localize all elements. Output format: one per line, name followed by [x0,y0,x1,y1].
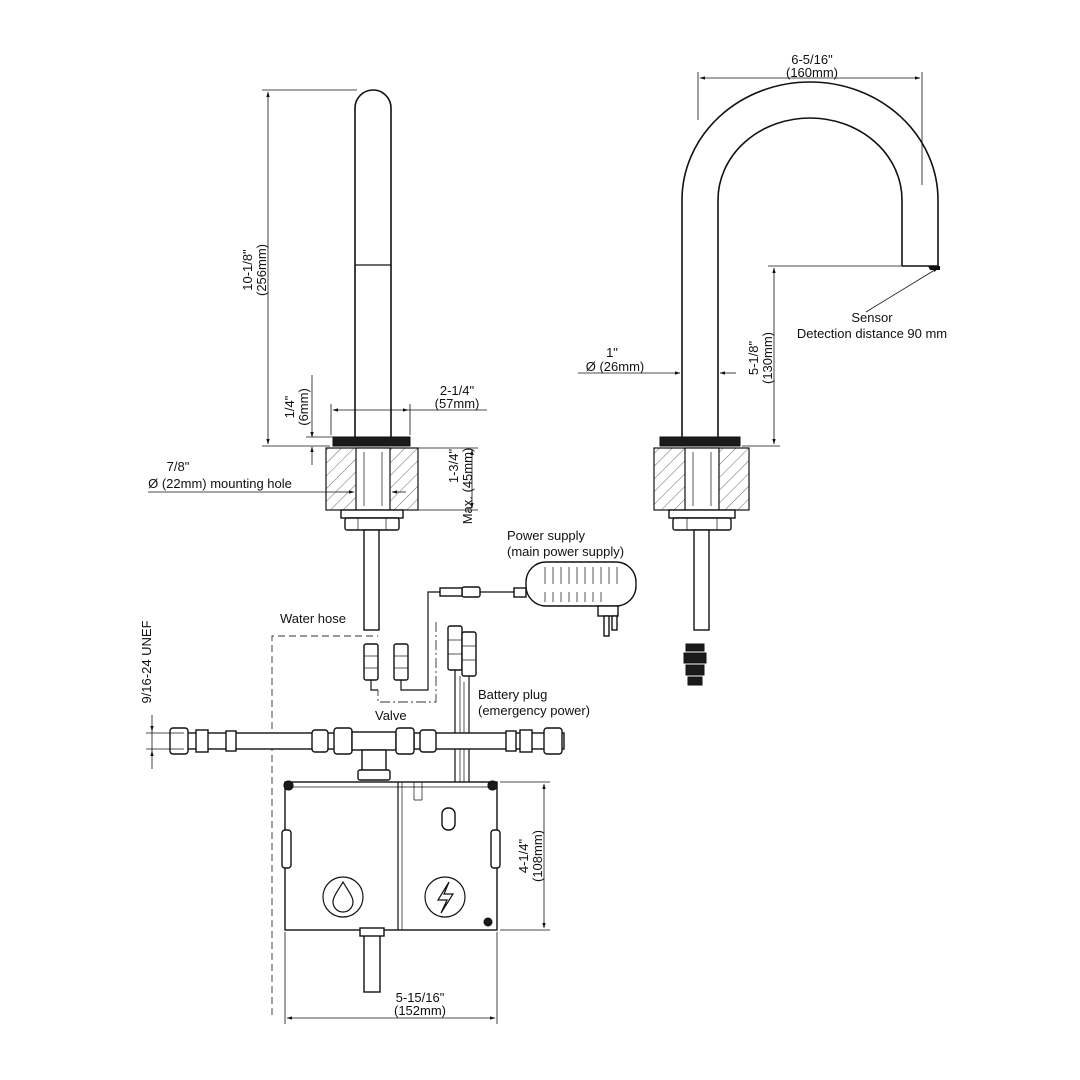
dim-hole-mm: Ø (22mm) mounting hole [148,476,292,491]
side-base-plate [332,436,411,447]
dim-height-in: 10-1/8" [240,249,255,291]
water-drop-icon [322,876,364,918]
control-box-housing [284,781,498,931]
sensor-window [928,266,940,270]
front-nut [672,517,732,531]
dim-reach-in: 6-5/16" [791,52,833,67]
supply-pipe-assembly: 9/16-24 UNEF [139,620,565,781]
dim-spout-height-mm: (130mm) [760,332,775,384]
side-nut [344,517,400,531]
side-water-hose [363,529,380,631]
power-cable-run [410,591,440,691]
dim-hole-in: 7/8" [167,459,190,474]
dim-tube-dia-in: 1" [606,345,618,360]
front-cable [693,529,710,631]
gooseneck-outer [681,81,939,437]
power-supply-adapter: Power supply (main power supply) [410,528,637,691]
front-base-plate [659,436,741,447]
tab-right [490,829,501,869]
coupling-right-end [543,727,563,755]
detection-distance-label: Detection distance 90 mm [797,326,947,341]
tee-body [351,731,397,751]
dashed-outline-left [271,635,378,1015]
dim-deck-thickness-mm: Max. (45mm) [460,448,475,525]
control-box: 4-1/4" (108mm) 5-15/16" (152mm) [281,780,550,1024]
coupling-left-ring [195,729,209,753]
lightning-bolt-icon [424,876,466,918]
battery-plug-sublabel: (emergency power) [478,703,590,718]
valve-connector-1 [363,643,379,681]
dim-box-width-mm: (152mm) [394,1003,446,1018]
dim-base-width-in: 2-1/4" [440,383,475,398]
thread-spec-label: 9/16-24 UNEF [139,620,154,703]
side-view-faucet: 10-1/8" (256mm) 1/4" (6mm) 2-1/4" (57mm)… [148,89,487,631]
side-mounting-shank [355,447,391,511]
front-mounting-shank [684,447,720,511]
battery-plug-label: Battery plug [478,687,547,702]
sensor-leader [865,267,939,313]
dim-tube-dia-mm: Ø (26mm) [586,359,645,374]
screw-bottom-right [483,917,493,927]
tee-left-nut [333,727,353,755]
screw-top-right [487,780,498,791]
valve-label: Valve [375,708,407,723]
dim-reach-mm: (160mm) [786,65,838,80]
power-supply-sublabel: (main power supply) [507,544,624,559]
control-box-outlet [363,929,381,993]
power-connector-2 [461,631,477,677]
dim-height-mm: (256mm) [254,244,269,296]
tee-right-nut [395,727,415,755]
control-box-slot [441,807,456,831]
adapter-body [525,561,637,607]
dim-base-thickness-mm: (6mm) [296,388,311,426]
power-connector-1 [447,625,463,671]
front-view-faucet: 6-5/16" (160mm) Sensor Detection distanc… [578,52,947,686]
power-supply-label: Power supply [507,528,586,543]
water-hose-label: Water hose [280,611,346,626]
dim-spout-height-in: 5-1/8" [746,340,761,375]
dim-base-thickness-in: 1/4" [282,395,297,418]
connector-cluster [271,622,477,1015]
sensor-label: Sensor [851,310,893,325]
front-washer [668,509,736,519]
dim-box-height-mm: (108mm) [530,830,545,882]
dim-box-width-in: 5-15/16" [396,990,445,1005]
screw-top-left [283,780,294,791]
adapter-plug [597,605,619,617]
coupling-right-ring [519,729,533,753]
side-spout-body [354,89,392,437]
signal-loop [377,622,437,703]
dim-box-height-in: 4-1/4" [516,838,531,873]
side-washer [340,509,404,519]
coupling-left-end [169,727,189,755]
gooseneck-inner [717,117,903,437]
front-connector [683,643,707,686]
tab-left [281,829,292,869]
valve-connector-2 [393,643,409,681]
plug-prong-1 [603,615,610,637]
dim-base-width-mm: (57mm) [435,396,480,411]
dim-deck-thickness-in: 1-3/4" [446,448,461,483]
plug-prong-2 [611,615,618,631]
